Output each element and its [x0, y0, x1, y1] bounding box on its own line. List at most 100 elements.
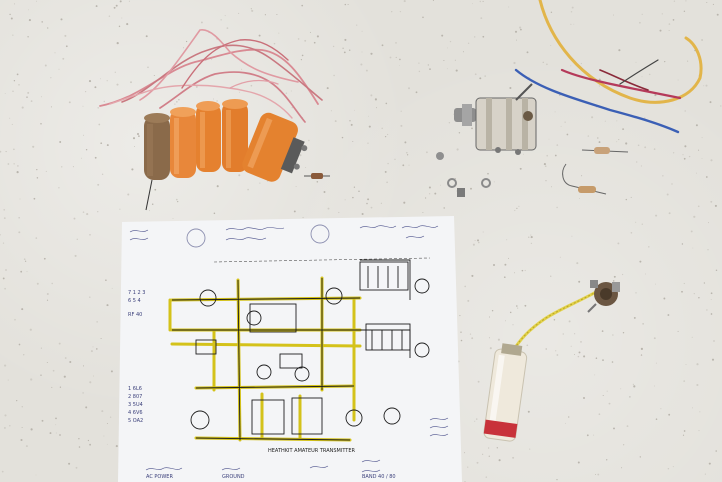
table-speckle	[546, 154, 548, 157]
table-speckle	[546, 63, 548, 66]
table-speckle	[75, 466, 78, 469]
table-speckle	[145, 35, 148, 38]
table-speckle	[434, 192, 437, 195]
table-speckle	[518, 205, 520, 207]
table-speckle	[50, 77, 52, 79]
table-speckle	[121, 17, 123, 19]
table-speckle	[313, 41, 316, 44]
table-speckle	[46, 292, 49, 296]
table-speckle	[101, 173, 104, 175]
table-speckle	[45, 170, 47, 172]
table-speckle	[241, 68, 243, 70]
table-speckle	[153, 74, 155, 77]
table-speckle	[26, 271, 28, 273]
table-speckle	[618, 139, 620, 141]
table-speckle	[578, 351, 581, 354]
table-speckle	[509, 86, 512, 90]
table-speckle	[29, 328, 32, 331]
table-speckle	[428, 193, 431, 195]
table-speckle	[2, 277, 5, 280]
table-speckle	[519, 26, 522, 29]
table-speckle	[681, 243, 684, 245]
table-speckle	[21, 106, 24, 109]
table-speckle	[348, 49, 351, 51]
table-speckle	[30, 428, 33, 431]
table-speckle	[621, 467, 623, 469]
table-speckle	[276, 13, 278, 16]
table-speckle	[68, 462, 71, 465]
table-speckle	[529, 448, 531, 450]
schematic-caption: HEATHKIT AMATEUR TRANSMITTER	[268, 448, 355, 454]
table-speckle	[72, 166, 74, 168]
small-resistor	[304, 173, 330, 179]
table-speckle	[387, 162, 389, 165]
table-speckle	[513, 61, 516, 65]
table-speckle	[332, 45, 335, 48]
table-speckle	[103, 100, 106, 103]
table-speckle	[59, 386, 62, 388]
table-speckle	[698, 149, 700, 151]
table-speckle	[464, 285, 467, 288]
table-speckle	[18, 343, 21, 346]
table-speckle	[9, 13, 11, 16]
table-speckle	[476, 461, 479, 464]
table-speckle	[174, 103, 176, 105]
table-speckle	[285, 92, 288, 94]
table-speckle	[50, 106, 52, 108]
table-speckle	[498, 459, 501, 462]
table-speckle	[370, 206, 373, 209]
table-speckle	[92, 346, 94, 348]
table-speckle	[330, 110, 332, 112]
table-speckle	[668, 212, 671, 215]
table-speckle	[344, 38, 347, 41]
capacitor-brown	[144, 113, 170, 211]
table-speckle	[381, 127, 383, 130]
table-speckle	[55, 424, 57, 426]
table-speckle	[100, 337, 102, 340]
note-line-2: 6 5 4	[128, 298, 141, 304]
table-speckle	[593, 434, 595, 436]
table-speckle	[63, 375, 66, 378]
table-speckle	[367, 115, 369, 117]
table-speckle	[691, 336, 693, 338]
table-speckle	[185, 40, 188, 43]
table-speckle	[642, 323, 644, 325]
table-speckle	[622, 273, 624, 276]
table-speckle	[381, 44, 384, 47]
table-speckle	[400, 110, 402, 112]
table-speckle	[385, 102, 388, 105]
table-speckle	[341, 136, 344, 139]
table-speckle	[606, 390, 608, 392]
table-speckle	[550, 44, 552, 47]
capacitor-bundle	[144, 99, 330, 211]
table-speckle	[568, 416, 570, 418]
table-speckle	[352, 141, 354, 142]
table-speckle	[668, 29, 670, 31]
table-speckle	[709, 101, 712, 104]
table-speckle	[653, 385, 655, 387]
table-speckle	[395, 42, 397, 44]
table-speckle	[21, 406, 23, 408]
table-speckle	[616, 120, 618, 122]
table-speckle	[62, 57, 65, 60]
table-speckle	[616, 141, 618, 143]
table-speckle	[353, 109, 355, 111]
table-speckle	[30, 378, 33, 381]
table-speckle	[316, 35, 319, 38]
table-speckle	[661, 13, 663, 15]
table-speckle	[460, 339, 463, 342]
table-speckle	[597, 137, 599, 139]
table-speckle	[9, 424, 11, 427]
table-speckle	[389, 56, 392, 59]
table-speckle	[40, 96, 42, 98]
table-speckle	[28, 9, 29, 11]
table-speckle	[41, 21, 43, 23]
table-speckle	[151, 203, 154, 206]
table-speckle	[667, 314, 670, 316]
table-speckle	[660, 408, 662, 410]
table-speckle	[586, 434, 589, 437]
table-speckle	[471, 337, 474, 340]
table-speckle	[524, 304, 527, 307]
table-speckle	[391, 11, 393, 13]
table-speckle	[41, 419, 44, 422]
